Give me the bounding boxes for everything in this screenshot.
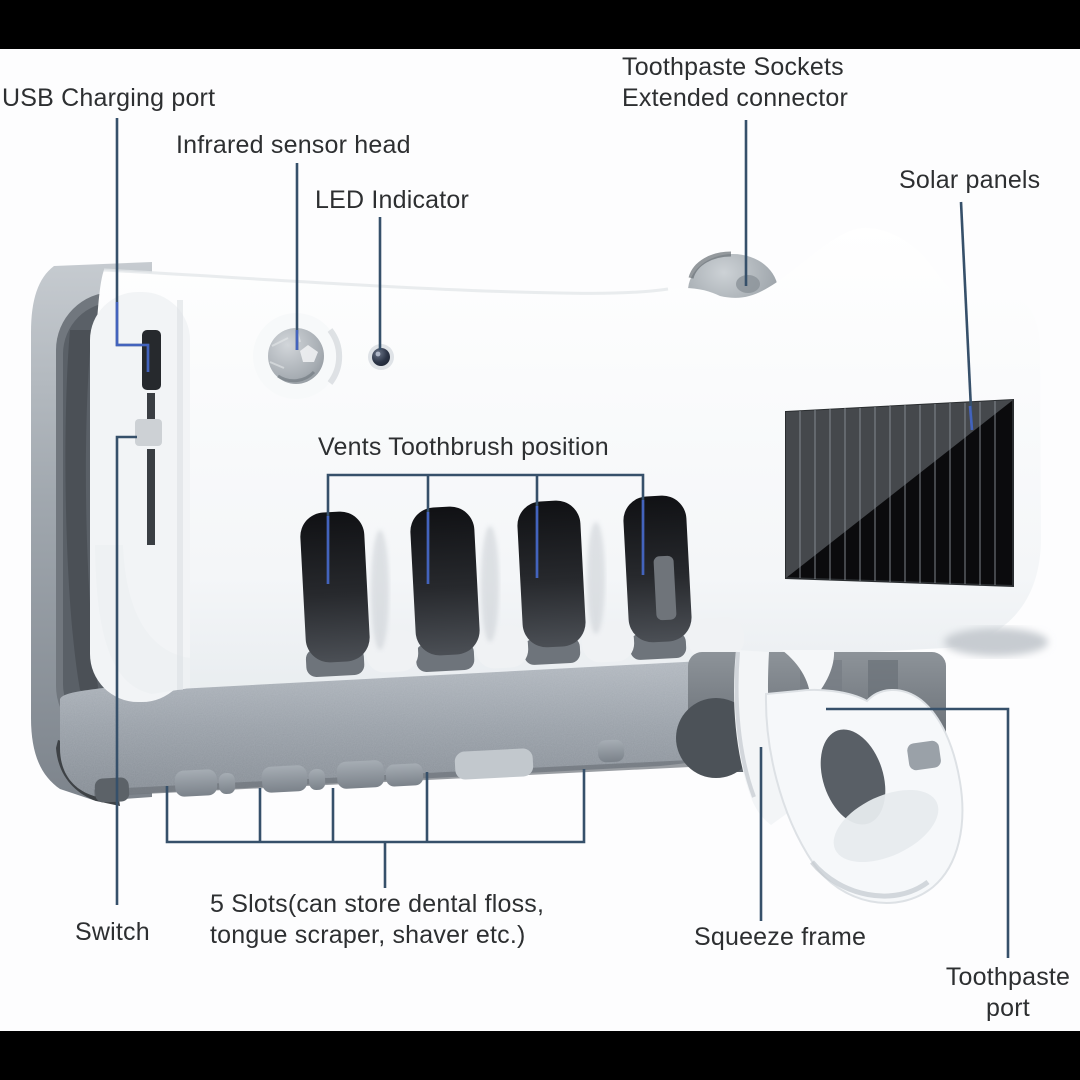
label-switch: Switch (75, 918, 150, 946)
toothbrush-slot (410, 506, 480, 656)
toothbrush-slots (300, 495, 692, 663)
toothbrush-slot (517, 500, 586, 648)
switch-nub (135, 419, 162, 545)
led-indicator (368, 344, 394, 370)
infrared-sensor (253, 313, 343, 399)
letterbox-bar-top (0, 0, 1080, 49)
label-5-slots-line2: tongue scraper, shaver etc.) (210, 921, 526, 949)
label-vents-toothbrush-position: Vents Toothbrush position (318, 433, 609, 461)
usb-leader-blue (115, 302, 150, 372)
label-toothpaste-port-line2: port (986, 994, 1030, 1022)
base-slot-tabs (94, 739, 625, 803)
label-usb-charging-port: USB Charging port (2, 84, 216, 112)
toothbrush-slot (300, 511, 370, 663)
label-toothpaste-port: Toothpaste port (933, 962, 1080, 1024)
label-squeeze-frame: Squeeze frame (694, 923, 867, 951)
label-5-slots: 5 Slots(can store dental floss, tongue s… (210, 889, 544, 951)
label-solar-panels: Solar panels (899, 166, 1041, 194)
label-5-slots-line1: 5 Slots(can store dental floss, (210, 890, 545, 918)
solar-panel (785, 398, 1014, 588)
label-led-indicator: LED Indicator (315, 186, 470, 214)
label-toothpaste-sockets-line2: Extended connector (622, 84, 848, 112)
switch-leader-line (115, 435, 137, 905)
solar-leader-line (959, 201, 974, 431)
label-toothpaste-port-line1: Toothpaste (945, 963, 1071, 991)
letterbox-bar-bottom (0, 1031, 1080, 1080)
solar-leader-blue (968, 405, 974, 431)
label-toothpaste-sockets: Toothpaste Sockets Extended connector (622, 52, 848, 114)
port-leader-line (826, 707, 1010, 958)
label-infrared-sensor: Infrared sensor head (176, 131, 411, 159)
label-toothpaste-sockets-line1: Toothpaste Sockets (622, 53, 844, 81)
slots-bracket (165, 769, 586, 844)
squeeze-frame (733, 650, 964, 904)
